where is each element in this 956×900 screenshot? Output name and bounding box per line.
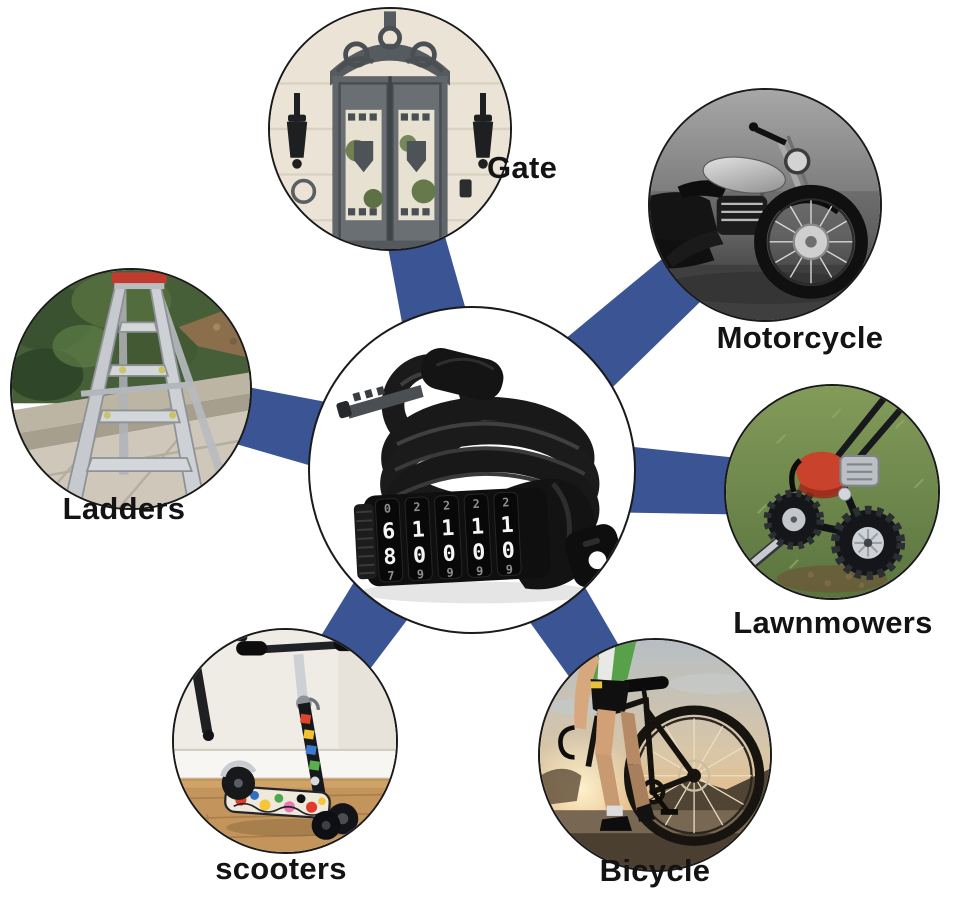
gate-circle <box>268 7 512 251</box>
dial-digit: 0 <box>442 541 456 567</box>
dial-digit: 2 <box>472 497 480 511</box>
ladders-circle <box>10 268 252 510</box>
bicycle-circle <box>538 638 772 872</box>
dial-digit: 2 <box>413 500 421 514</box>
dial-digit: 6 <box>381 519 395 545</box>
cyclist <box>574 640 655 831</box>
dial-digit: 8 <box>383 545 397 571</box>
dial-digit: 2 <box>502 495 510 509</box>
combination-dial: 0 2 2 2 2 6 1 1 1 1 8 0 0 0 0 7 9 9 <box>353 487 551 587</box>
gate-label: Gate <box>487 150 558 185</box>
dial-digit: 1 <box>441 516 455 542</box>
dial-digit: 2 <box>443 498 451 512</box>
cable-lock-image: 0 2 2 2 2 6 1 1 1 1 8 0 0 0 0 7 9 9 <box>336 348 626 604</box>
bicycle-image <box>540 640 770 870</box>
motorcycle-image <box>650 90 880 320</box>
dial-digit: 9 <box>476 564 484 578</box>
dial-digit: 1 <box>470 514 484 540</box>
cable-lock-circle: 0 2 2 2 2 6 1 1 1 1 8 0 0 0 0 7 9 9 <box>308 306 636 634</box>
dial-digit: 9 <box>505 562 513 576</box>
wall-lanterns <box>286 93 494 169</box>
dial-digit: 9 <box>446 565 454 579</box>
lawnmower-image <box>726 386 938 598</box>
bicycle-label: Bicycle <box>599 853 711 888</box>
dial-digit: 1 <box>500 513 514 539</box>
scooters-circle <box>172 628 398 854</box>
ladders-label: Ladders <box>62 491 186 526</box>
dial-digit: 0 <box>472 540 486 566</box>
bike-frame <box>585 697 697 795</box>
step-ladder <box>63 272 234 505</box>
dial-digit: 0 <box>384 501 392 515</box>
lawnmowers-circle <box>724 384 940 600</box>
ladder-image <box>12 270 250 508</box>
motorcycle-circle <box>648 88 882 322</box>
dial-digit: 7 <box>387 569 395 583</box>
key <box>336 385 424 419</box>
dial-digit: 9 <box>417 567 425 581</box>
scooter-image <box>174 630 396 852</box>
dial-digit: 0 <box>412 543 426 569</box>
lawnmowers-label: Lawnmowers <box>733 605 933 640</box>
scooters-label: scooters <box>215 851 347 886</box>
dial-digit: 1 <box>411 517 425 543</box>
motorcycle-label: Motorcycle <box>716 320 884 355</box>
dial-digit: 0 <box>501 538 515 564</box>
front-wheel <box>754 184 868 299</box>
gate-image <box>270 9 510 249</box>
